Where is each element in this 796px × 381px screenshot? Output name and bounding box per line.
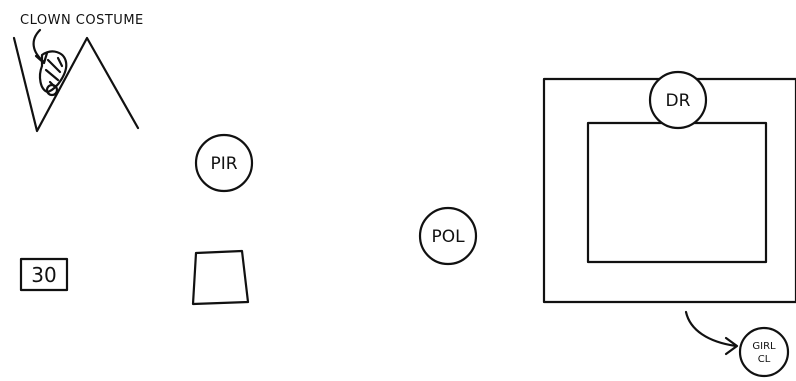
dr-marker: DR	[648, 70, 708, 130]
clown-costume-shape	[12, 36, 140, 133]
pol-marker: POL	[418, 206, 478, 266]
girl-cl-circle	[738, 326, 790, 378]
girl-cl-marker: GIRL CL	[738, 326, 790, 378]
inner-room	[586, 121, 768, 264]
dr-circle	[648, 70, 708, 130]
small-box	[191, 249, 250, 306]
count-box: 30	[19, 257, 69, 292]
girl-cl-label-line2: CL	[758, 354, 771, 365]
pir-marker: PIR	[194, 133, 254, 193]
girl-arrow-shaft	[684, 310, 738, 348]
pir-label: PIR	[210, 154, 237, 174]
clown-costume-arrow-head	[34, 51, 49, 65]
count-box-value: 30	[31, 263, 56, 287]
pol-circle	[418, 206, 478, 266]
pol-label: POL	[431, 227, 465, 247]
dr-label: DR	[666, 91, 691, 111]
girl-cl-label-line1: GIRL	[752, 341, 776, 352]
clown-costume-label: CLOWN COSTUME	[20, 13, 144, 28]
girl-arrow-head	[724, 336, 739, 356]
pir-circle	[194, 133, 254, 193]
count-box-frame	[19, 257, 69, 292]
